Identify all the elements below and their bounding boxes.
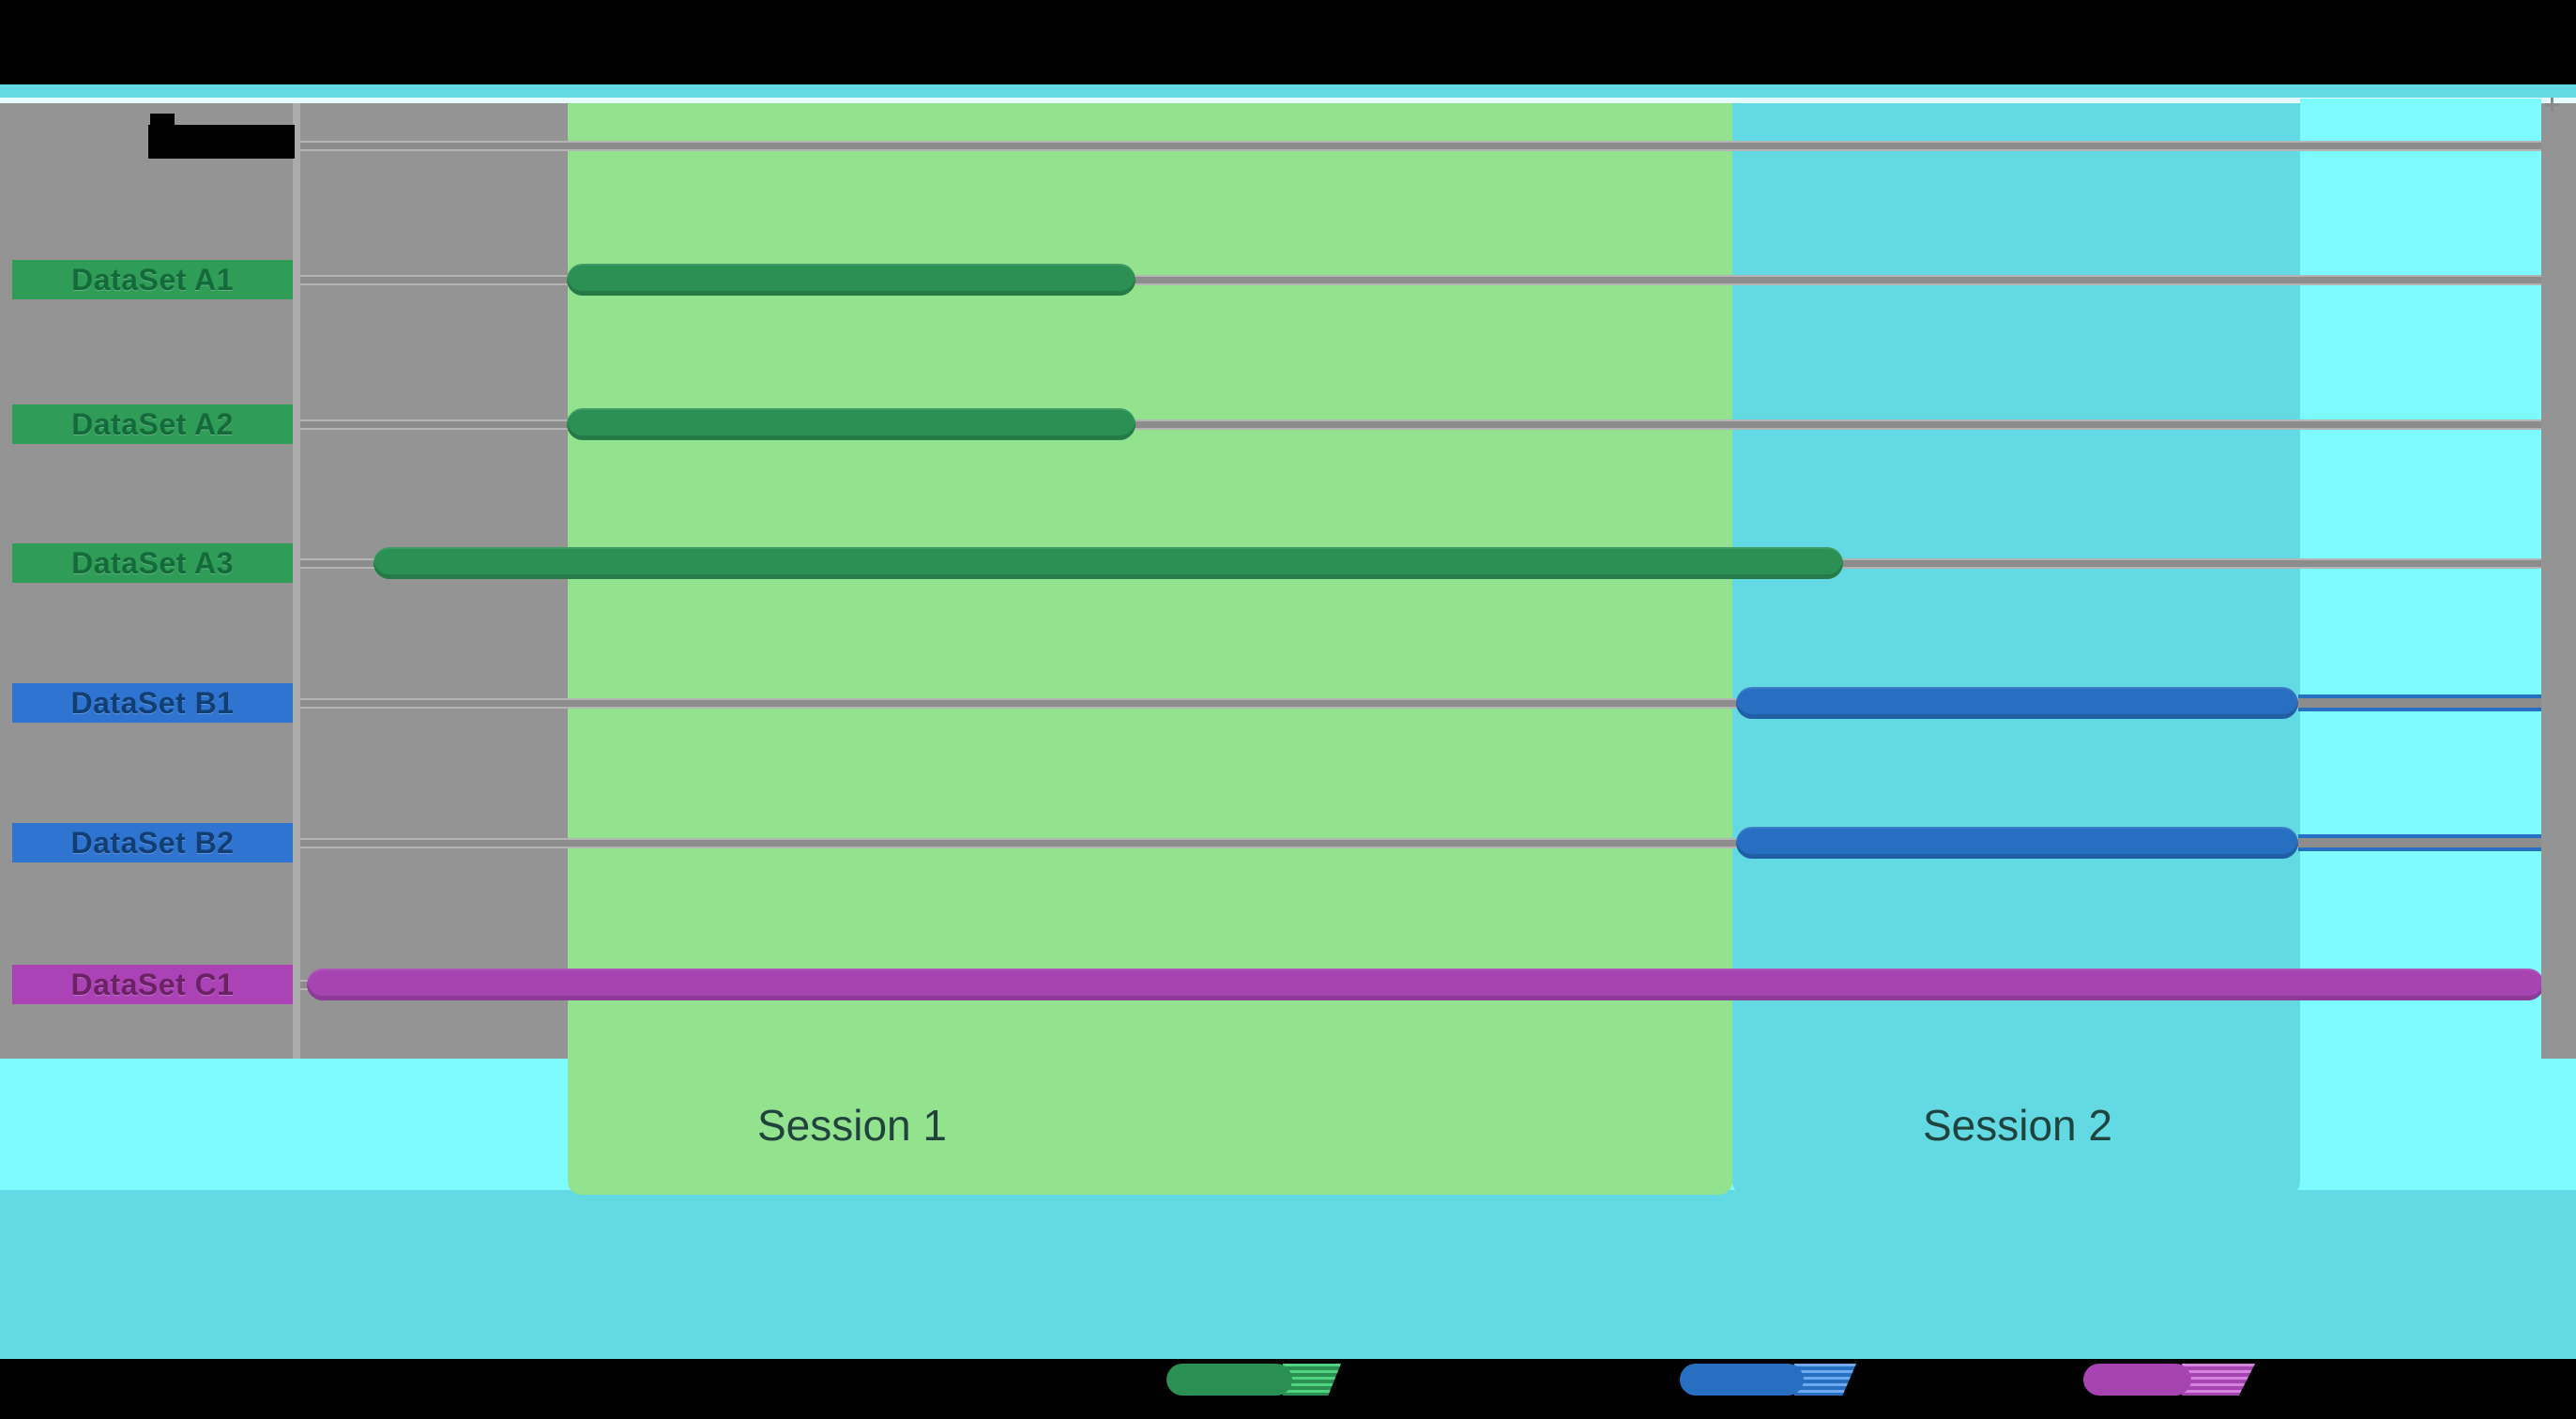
legend-item-purple-swatch [2083,1364,2191,1396]
row-label-dataset-b1[interactable]: DataSet B1 [12,683,293,723]
row-label-dataset-a3[interactable]: DataSet A3 [12,543,293,583]
legend-band [0,1359,2576,1419]
gantt-bar-dataset-b1[interactable] [1736,687,2298,719]
gridline [300,141,2576,151]
task-title-highlight-tip [150,114,175,127]
legend-item-purple-streaks [2182,1364,2255,1396]
bar-tail [2298,694,2576,711]
right-gray-column [2541,103,2576,1057]
task-axis-title: Task [148,125,295,159]
plot-top-border [0,98,2576,103]
axis-divider-line [293,103,300,1059]
row-label-dataset-a2[interactable]: DataSet A2 [12,404,293,444]
gantt-bar-dataset-a2[interactable] [567,408,1136,440]
session-2-label: Session 2 [1922,1101,2112,1150]
bar-tail [2298,834,2576,851]
legend-item-green-swatch [1166,1364,1292,1396]
gridline [300,838,2576,848]
gridline [300,275,2576,285]
legend-item-blue-swatch [1680,1364,1804,1396]
gantt-bar-dataset-a3[interactable] [373,547,1843,579]
plot-area: DataSet A1 DataSet A2 DataSet A3 DataSet B1… [0,98,2576,1195]
gridline [300,698,2576,709]
row-label-dataset-c1[interactable]: DataSet C1 [12,965,293,1004]
gridline [300,420,2576,430]
gantt-bar-dataset-c1[interactable] [307,969,2544,1000]
plus-icon[interactable] [2545,98,2559,112]
row-label-dataset-b2[interactable]: DataSet B2 [12,823,293,862]
bottom-cyan-band [0,1190,2576,1359]
session-1-label: Session 1 [756,1101,947,1150]
gantt-bar-dataset-a1[interactable] [567,264,1136,296]
top-cyan-strip [0,84,2576,98]
gantt-bar-dataset-b2[interactable] [1736,827,2298,859]
top-black-band [0,0,2576,84]
session-2-band [1732,103,2300,1195]
bright-cyan-band [2300,99,2541,1182]
row-label-dataset-a1[interactable]: DataSet A1 [12,260,293,299]
